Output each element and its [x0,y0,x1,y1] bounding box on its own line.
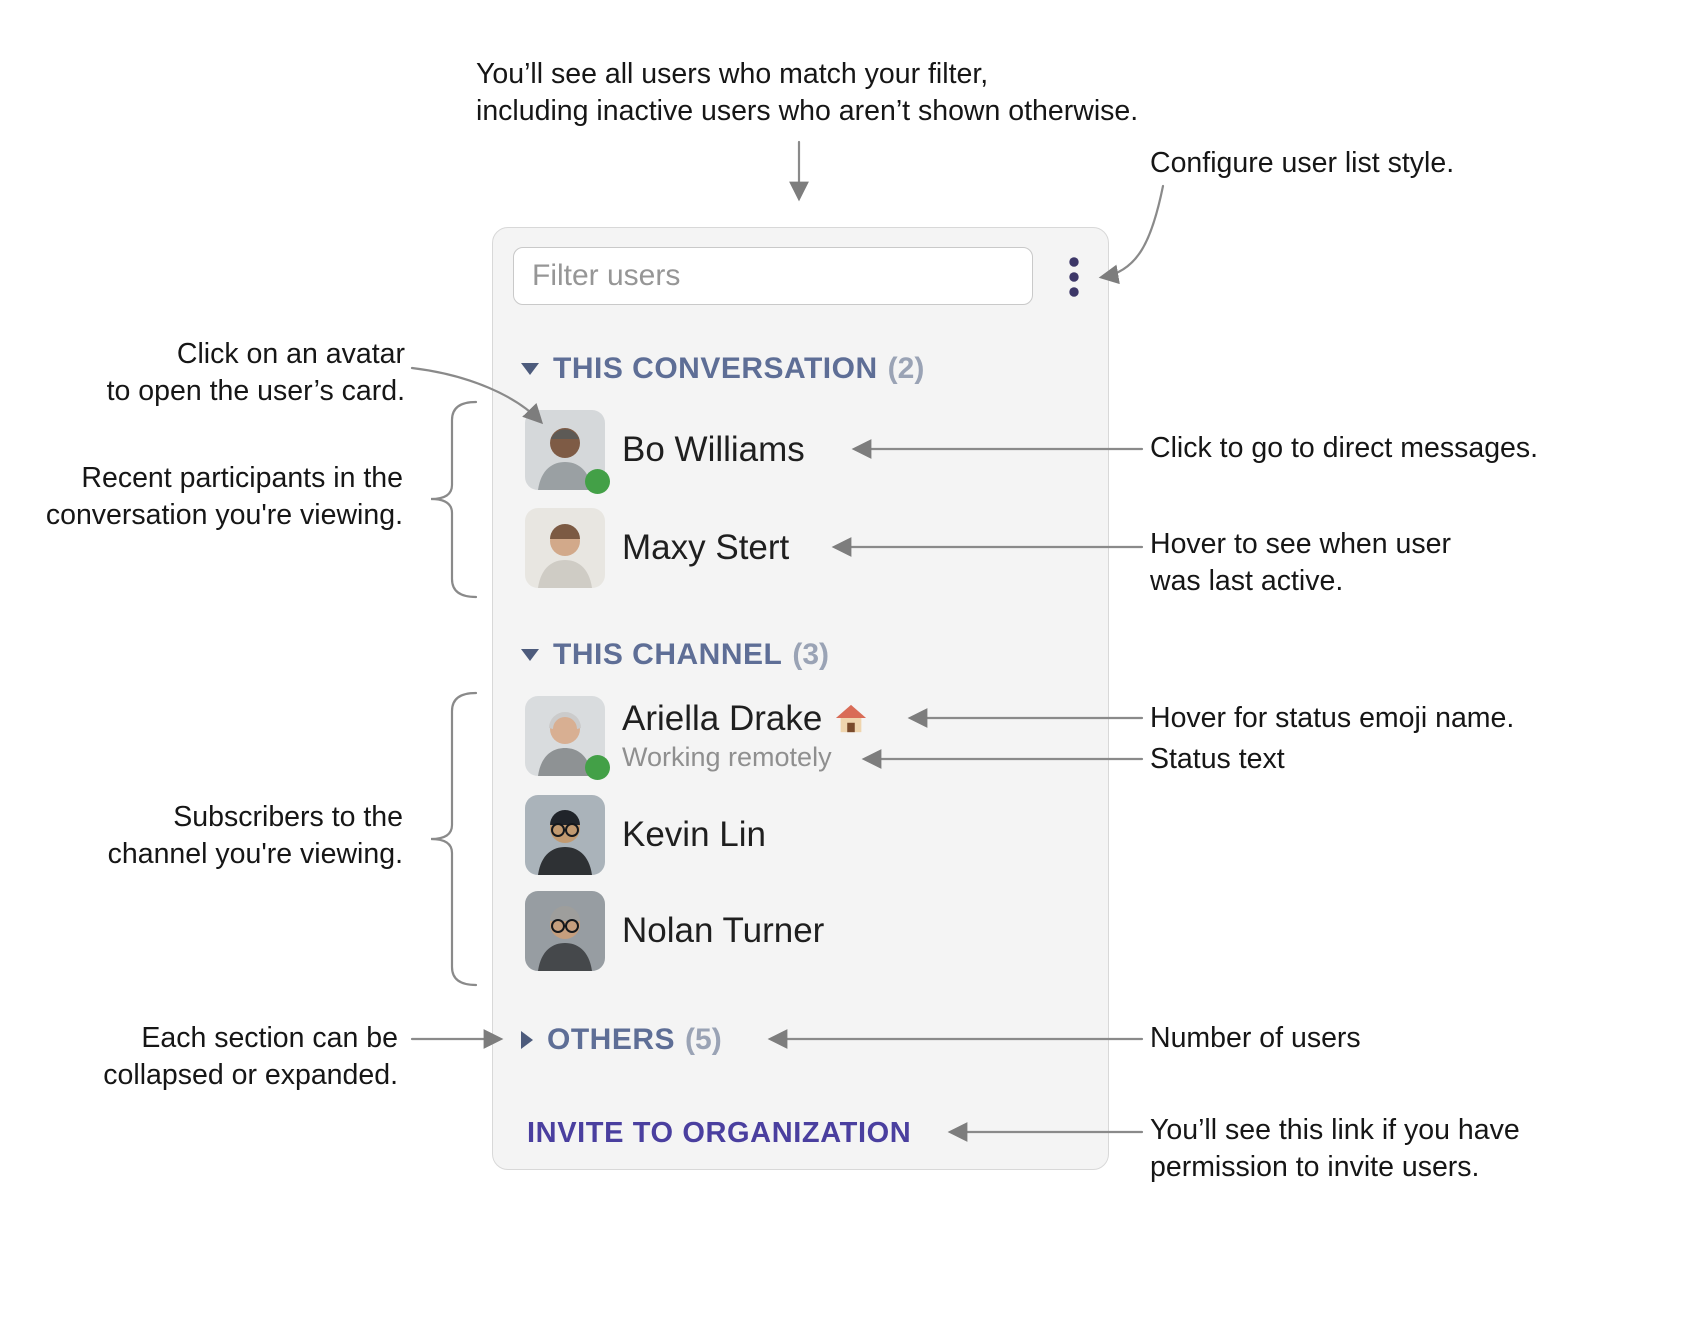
user-status-text: Working remotely [622,741,832,772]
user-text: Kevin Lin [622,795,766,875]
online-indicator [585,755,610,780]
section-header-this-conversation[interactable]: THIS CONVERSATION (2) [521,348,924,390]
avatar-image [525,410,605,490]
avatar[interactable] [525,410,610,494]
user-row-ariella-drake[interactable]: Ariella Drake Working remotely [525,696,868,780]
section-header-this-channel[interactable]: THIS CHANNEL (3) [521,634,829,676]
avatar-image [525,508,605,588]
avatar-image [525,795,605,875]
user-name-line[interactable]: Ariella Drake [622,698,868,738]
annotation-user-count: Number of users [1150,1022,1361,1054]
online-indicator [585,469,610,494]
invite-to-organization-link[interactable]: INVITE TO ORGANIZATION [527,1116,912,1149]
triangle-down-icon [521,363,539,375]
annotation-filter-note: You’ll see all users who match your filt… [476,58,1139,127]
section-count: (2) [887,352,925,385]
user-name[interactable]: Bo Williams [622,430,805,469]
user-name: Ariella Drake [622,698,823,738]
avatar[interactable] [525,891,605,971]
avatar[interactable] [525,508,605,588]
vertical-ellipsis-icon [1069,257,1079,297]
avatar-image [525,891,605,971]
user-text: Maxy Stert [622,508,789,588]
user-row-bo-williams[interactable]: Bo Williams [525,410,805,494]
section-label: OTHERS [547,1023,676,1056]
brace-subscribers [430,691,478,987]
annotation-status-emoji: Hover for status emoji name. [1150,702,1515,734]
annotation-status-text: Status text [1150,743,1285,775]
line-configure [1098,184,1165,285]
user-list-panel: THIS CONVERSATION (2) Bo Williams [492,227,1109,1170]
annotation-subscribers: Subscribers to the channel you're viewin… [107,801,403,870]
user-text: Bo Williams [622,410,805,490]
triangle-down-icon [521,649,539,661]
section-count: (3) [792,638,830,671]
user-row-nolan-turner[interactable]: Nolan Turner [525,891,824,971]
user-row-kevin-lin[interactable]: Kevin Lin [525,795,766,875]
triangle-right-icon [521,1031,533,1049]
annotation-last-active: Hover to see when user was last active. [1150,528,1451,597]
section-count: (5) [685,1023,722,1056]
avatar[interactable] [525,696,610,780]
user-text: Nolan Turner [622,891,824,971]
section-label: THIS CONVERSATION [553,352,878,385]
user-list-style-menu-button[interactable] [1053,252,1095,302]
user-text: Ariella Drake Working remotely [622,696,868,776]
section-label: THIS CHANNEL [553,638,783,671]
annotation-avatar-click: Click on an avatar to open the user’s ca… [106,338,405,407]
section-header-others[interactable]: OTHERS (5) [521,1019,722,1061]
brace-recent-participants [430,400,478,599]
annotation-recent-participants: Recent participants in the conversation … [45,462,403,531]
annotation-invite-permission: You’ll see this link if you have permiss… [1150,1114,1520,1183]
user-name[interactable]: Maxy Stert [622,528,790,567]
annotation-configure: Configure user list style. [1150,147,1455,179]
filter-users-input[interactable] [513,247,1033,305]
user-row-maxy-stert[interactable]: Maxy Stert [525,508,789,588]
user-name[interactable]: Nolan Turner [622,911,825,950]
user-name[interactable]: Kevin Lin [622,815,766,854]
house-emoji-icon[interactable] [834,703,868,735]
avatar[interactable] [525,795,605,875]
annotation-direct-messages: Click to go to direct messages. [1150,432,1539,464]
annotation-collapse: Each section can be collapsed or expande… [103,1022,398,1091]
